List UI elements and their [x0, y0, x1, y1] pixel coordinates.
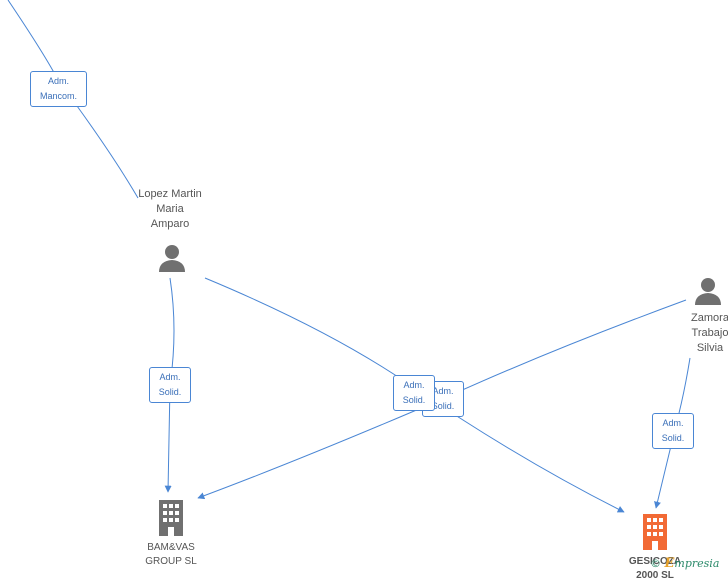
edge-label-line: Solid. [661, 433, 685, 443]
person-name-zamora[interactable]: Zamora Trabajo Silvia [665, 311, 728, 356]
edge-label-line: Adm. [662, 418, 684, 428]
company-name-line: GROUP SL [145, 556, 197, 567]
edge-label-adm-solid: Adm. Solid. [393, 375, 435, 411]
edge-label-adm-solid: Adm. Solid. [149, 367, 191, 403]
building-icon[interactable] [156, 500, 186, 536]
edge-label-line: Adm. [159, 372, 181, 382]
person-name-line: Trabajo [691, 327, 728, 339]
person-name-line: Zamora [691, 312, 728, 324]
brand-logo: © Empresia [650, 556, 719, 571]
edge-label-line: Adm. [47, 76, 69, 86]
edge-label-adm-solid: Adm. Solid. [652, 413, 694, 449]
person-icon[interactable] [693, 276, 723, 306]
edge-label-line: Solid. [431, 401, 455, 411]
company-name-line: GESICOZA [628, 556, 682, 567]
edge-label-line: Adm. [403, 380, 425, 390]
edge-label-line: Adm. [432, 386, 454, 396]
company-name-bamvas[interactable]: BAM&VAS GROUP SL [126, 541, 216, 569]
company-name-line: BAM&VAS [147, 542, 195, 553]
person-name-line: Amparo [150, 218, 190, 230]
person-icon[interactable] [157, 243, 187, 273]
person-name-line: Maria [156, 203, 184, 215]
brand-initial: E [664, 556, 675, 571]
person-name-lopez[interactable]: Lopez Martin Maria Amparo [125, 187, 215, 232]
copyright-symbol: © [650, 557, 661, 570]
person-name-line: Silvia [696, 342, 724, 354]
edge-label-line: Mancom. [39, 91, 77, 101]
company-name-line: 2000 SL [636, 570, 674, 581]
edge-label-line: Solid. [402, 395, 426, 405]
edge-label-adm-mancom: Adm. Mancom. [30, 71, 87, 107]
building-icon[interactable] [640, 514, 670, 550]
edge-label-line: Solid. [158, 387, 182, 397]
brand-rest: mpresia [674, 557, 720, 570]
person-name-line: Lopez Martin [138, 188, 202, 200]
